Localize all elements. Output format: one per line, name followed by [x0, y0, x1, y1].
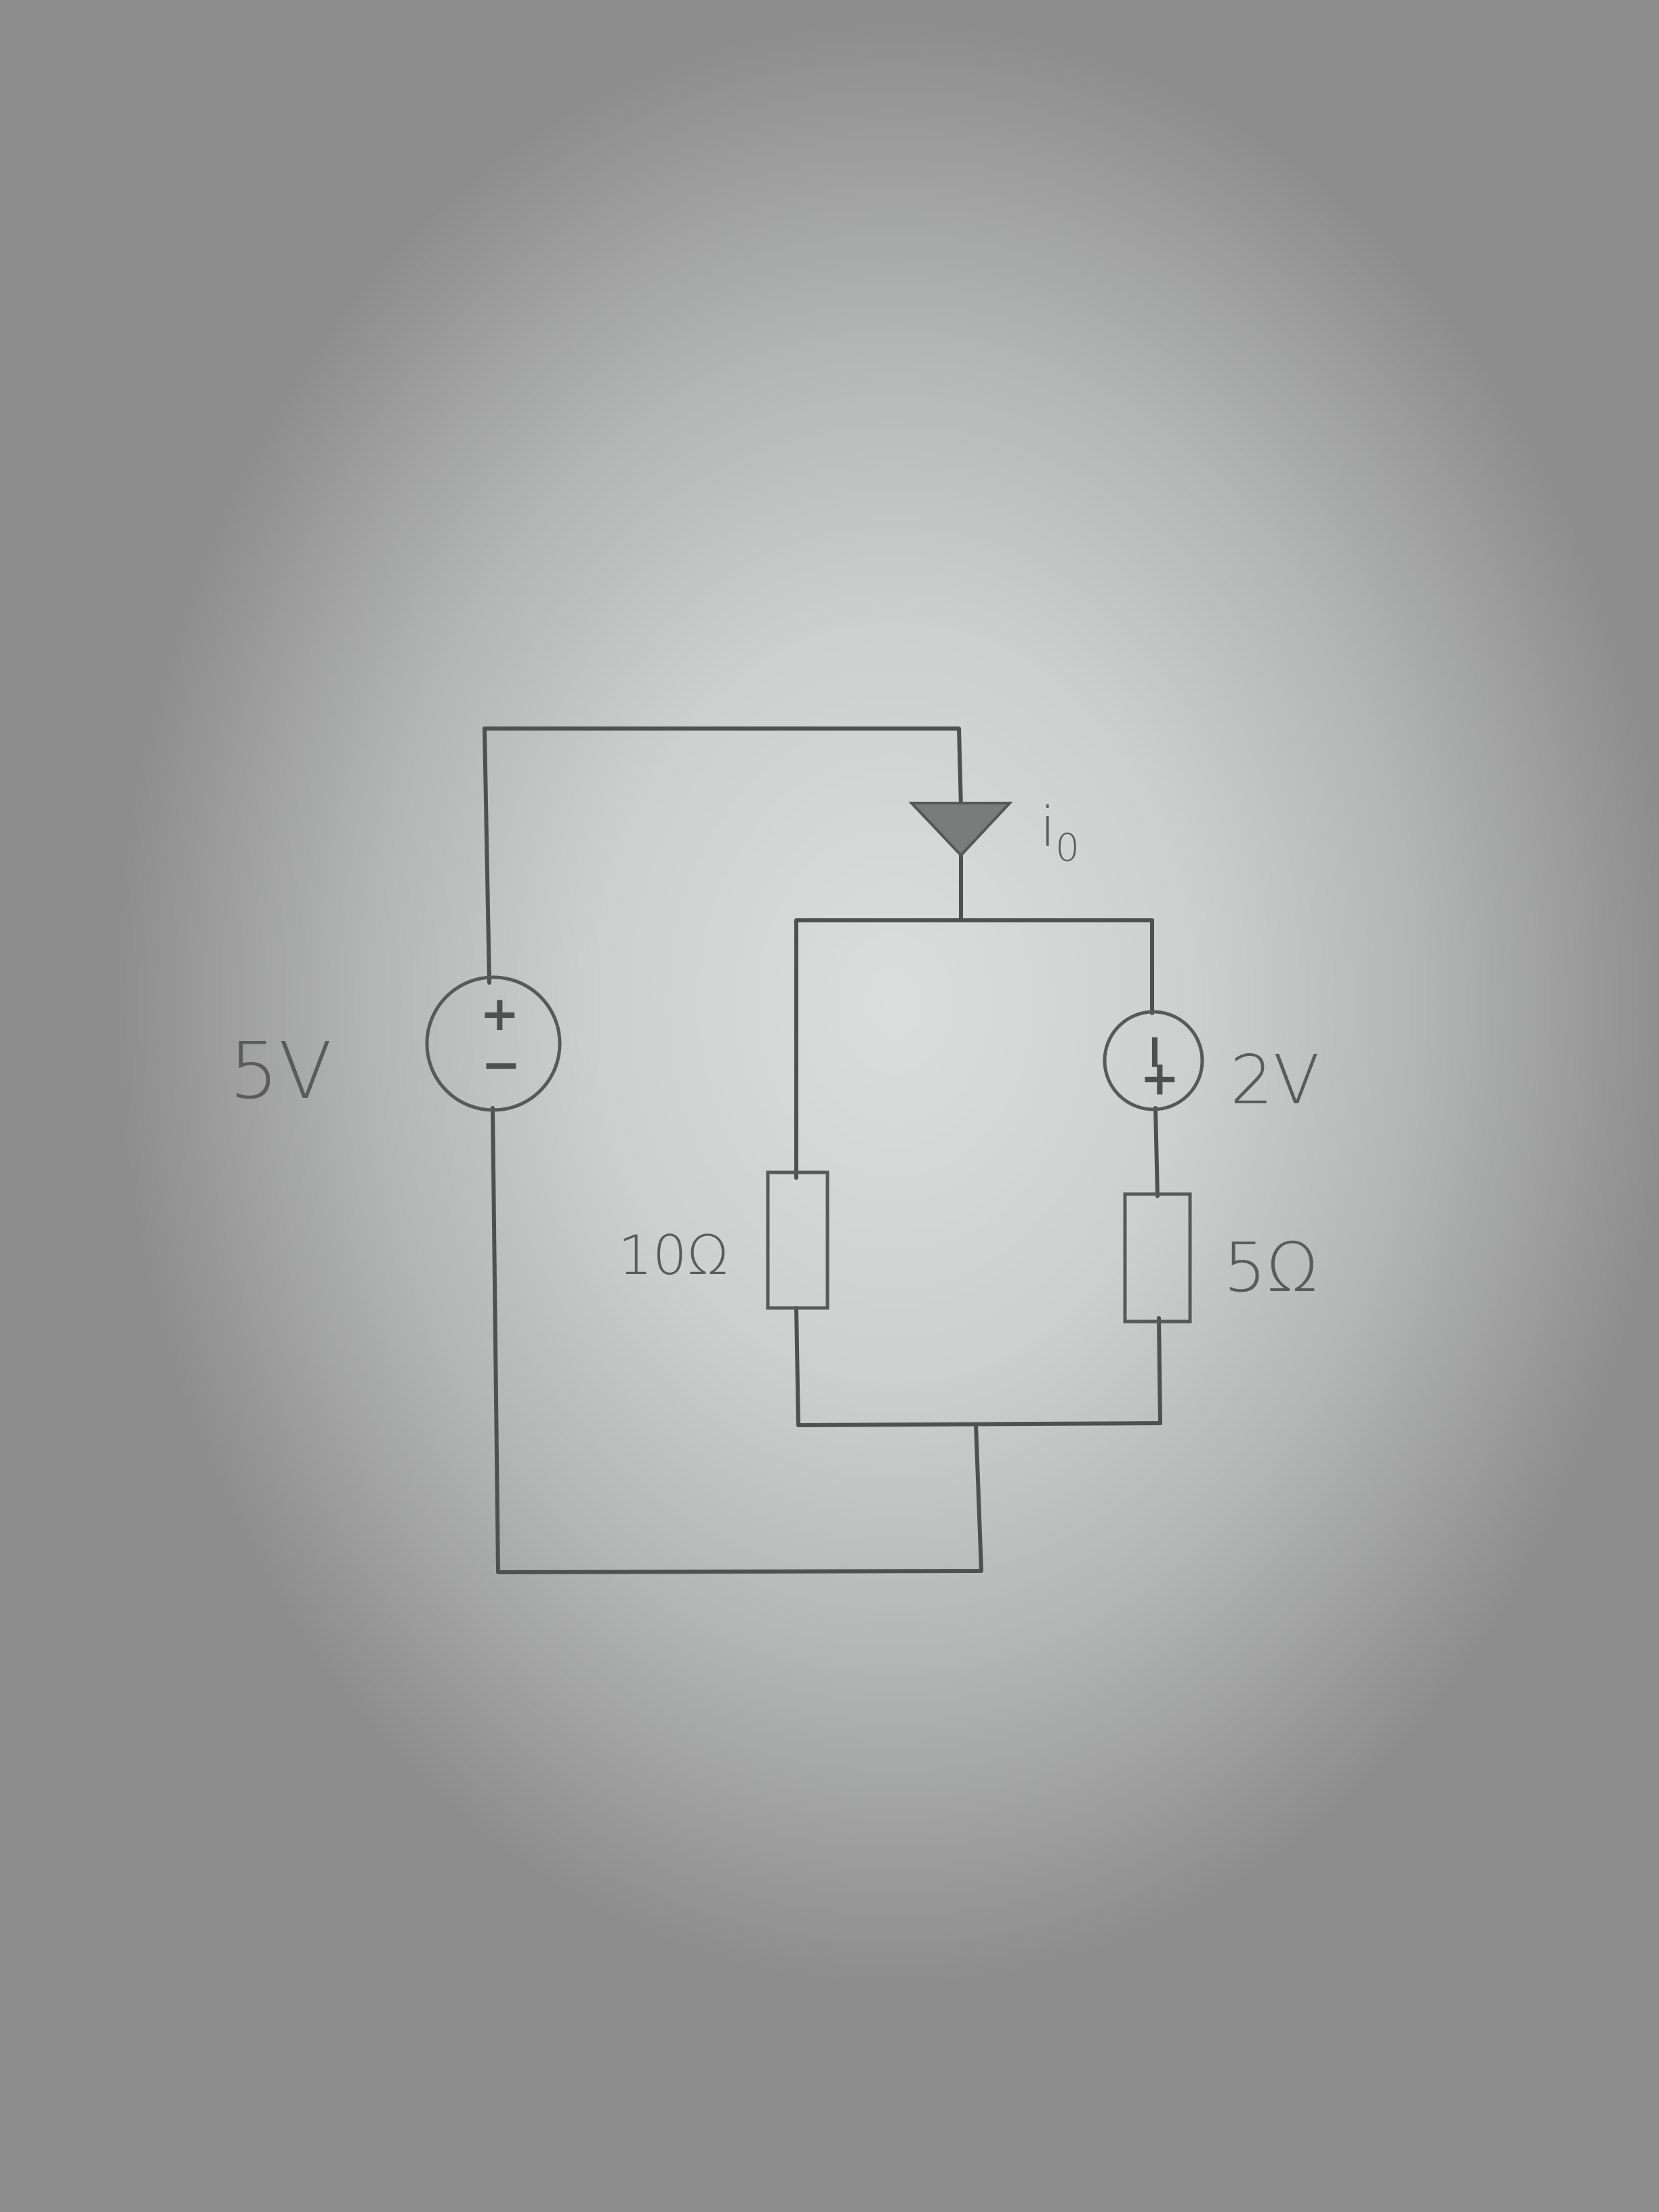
- wire-right-mid: [1153, 1106, 1160, 1198]
- source-5v-minus: −: [481, 1037, 521, 1092]
- voltage-source-2v: − + 2V: [1103, 1010, 1319, 1120]
- current-arrow-head: [908, 802, 1013, 857]
- current-arrow: i0: [908, 796, 1080, 870]
- source-2v-label: 2V: [1230, 1040, 1319, 1120]
- resistor-10-ohm: 10Ω: [618, 1170, 830, 1310]
- wire-right-bottom: [794, 1306, 1162, 1427]
- wire-left-top: [483, 726, 963, 985]
- wire-top-branch: [794, 918, 1154, 1180]
- source-2v-minus: −: [1128, 1032, 1184, 1072]
- resistor-5-ohm: 5Ω: [1123, 1192, 1318, 1324]
- resistor-5-ohm-label: 5Ω: [1223, 1228, 1318, 1307]
- source-5v-plus: +: [480, 986, 520, 1042]
- resistor-10-ohm-label: 10Ω: [618, 1224, 729, 1287]
- wire-bottom-return: [491, 1106, 983, 1574]
- source-5v-label: 5V: [229, 1026, 332, 1117]
- current-label: i0: [1040, 796, 1080, 870]
- voltage-source-5v: + − 5V: [229, 975, 562, 1117]
- wires: [483, 726, 1162, 1574]
- source-2v-plus: +: [1140, 1050, 1180, 1106]
